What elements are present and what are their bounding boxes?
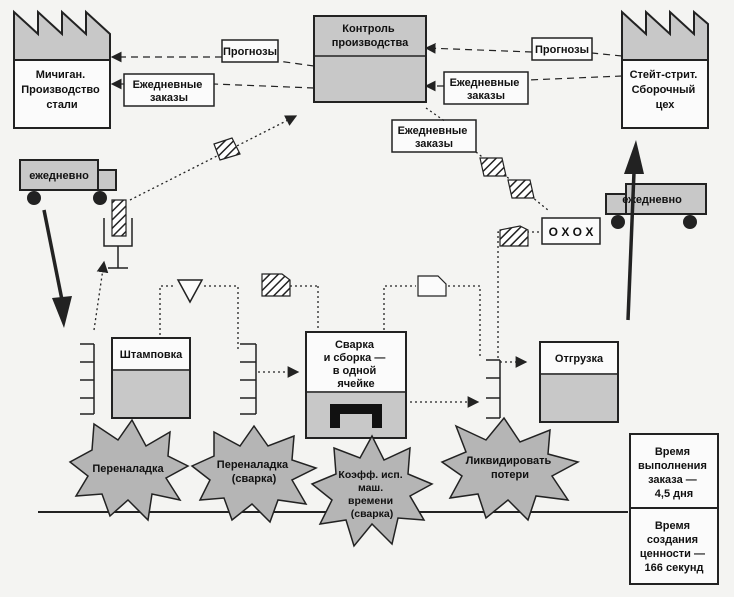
lead-time-line: заказа —: [648, 474, 697, 486]
svg-text:Ликвидировать потери: Ликвидировать потери: [466, 455, 555, 481]
value-time-line: Время: [655, 520, 690, 532]
svg-text:Мичиган. Производство: Мичиган. Производство стали: [21, 69, 103, 111]
control-label-line: Контроль: [342, 23, 395, 35]
supermarket-icon: [240, 343, 257, 415]
supplier-label-line: стали: [46, 99, 77, 111]
process-welding: Сварка и сборка — в одной ячейке: [305, 331, 407, 439]
daily-orders-left-line: Ежедневные: [133, 79, 203, 91]
supplier-label-line: Мичиган.: [36, 69, 85, 81]
supplier-factory: Мичиган. Производство стали: [13, 9, 111, 129]
truck-left: ежедневно: [19, 159, 117, 205]
kanban-card: [213, 137, 241, 161]
kaizen-label-line: маш.: [358, 482, 383, 494]
process-welding-line: ячейке: [337, 378, 374, 390]
kaizen-label-line: Коэфф. исп.: [338, 469, 402, 481]
kanban-cards: [213, 137, 535, 297]
kanban-card: [499, 225, 529, 247]
kanban-card: [261, 273, 291, 297]
kaizen-label-line: (сварка): [232, 473, 277, 485]
kaizen-label-line: потери: [491, 469, 529, 481]
control-label-line: производства: [332, 37, 409, 49]
kaizen-label-line: (сварка): [351, 508, 394, 520]
customer-label-line: Стейт-стрит.: [630, 69, 698, 81]
kaizen-label-line: времени: [348, 495, 393, 507]
process-welding-line: Сварка: [335, 339, 375, 351]
production-control-box: Контроль производства: [313, 15, 427, 103]
shipment-arrows: [42, 140, 644, 328]
process-stamping: Штамповка: [111, 337, 191, 419]
svg-text:Стейт-стрит. Сборочный: Стейт-стрит. Сборочный цех: [630, 69, 701, 111]
process-shipping-label: Отгрузка: [555, 353, 604, 365]
svg-text:Коэфф. исп. маш. в: Коэфф. исп. маш. времени (сварка): [338, 469, 405, 520]
kaizen-burst-oee-welding: Коэфф. исп. маш. времени (сварка): [310, 434, 434, 548]
load-leveling-box: O X O X: [541, 217, 601, 245]
kanban-card: [479, 157, 507, 177]
svg-text:Сварка и сборка —: Сварка и сборка — в одной ячейке: [324, 339, 389, 390]
kanban-card: [507, 179, 535, 199]
daily-orders-right-line: Ежедневные: [450, 77, 520, 89]
kaizen-burst-changeover-welding: Переналадка (сварка): [190, 424, 318, 524]
kaizen-label-line: Переналадка: [217, 459, 289, 471]
kaizen-label-line: Ликвидировать: [466, 455, 552, 467]
information-flow-lines: [110, 42, 623, 92]
lead-time-line: выполнения: [638, 460, 707, 472]
daily-orders-right-box: Ежедневные заказы: [443, 71, 529, 105]
truck-right: ежедневно: [605, 183, 707, 229]
forecasts-left-box: Прогнозы: [221, 39, 279, 63]
value-time-line: 166 секунд: [645, 562, 704, 574]
svg-text:Ежедневные заказы: Ежедневные заказы: [133, 79, 206, 104]
signal-kanban-icon: [176, 279, 204, 304]
value-time-line: ценности —: [640, 548, 705, 560]
supplier-label-line: Производство: [21, 84, 100, 96]
kaizen-burst-eliminate-waste: Ликвидировать потери: [440, 416, 581, 522]
svg-text:Время создания цен: Время создания ценности — 166 секунд: [640, 520, 708, 574]
kaizen-label-line: Переналадка: [92, 463, 164, 475]
truck-left-label: ежедневно: [29, 170, 89, 182]
kanban-post: [103, 199, 133, 269]
summary-box: Время выполнения заказа — 4,5 дня Время …: [629, 433, 719, 585]
customer-label-line: цех: [656, 99, 676, 111]
process-stamping-label: Штамповка: [120, 349, 183, 361]
supermarkets: [80, 343, 501, 419]
daily-orders-right-line: заказы: [467, 90, 505, 102]
cell-icon: [330, 404, 382, 428]
supermarket-icon: [80, 343, 95, 415]
supermarket-icon: [486, 359, 501, 419]
forecasts-left-label: Прогнозы: [223, 46, 277, 58]
truck-right-label: ежедневно: [622, 194, 682, 206]
daily-orders-left-box: Ежедневные заказы: [123, 73, 215, 107]
svg-text:Время выполнения з: Время выполнения заказа — 4,5 дня: [638, 446, 710, 500]
withdrawal-kanban-card: [417, 275, 447, 297]
value-time-line: создания: [647, 534, 698, 546]
daily-orders-bottom-line: заказы: [415, 138, 453, 150]
daily-orders-bottom-line: Ежедневные: [398, 125, 468, 137]
svg-text:Ежедневные заказы: Ежедневные заказы: [398, 125, 471, 150]
kaizen-burst-changeover: Переналадка: [68, 418, 190, 522]
daily-orders-left-line: заказы: [150, 92, 188, 104]
svg-text:Контроль производства: Контроль производства: [332, 23, 409, 49]
lead-time-line: Время: [655, 446, 690, 458]
customer-label-line: Сборочный: [632, 84, 696, 96]
customer-factory: Стейт-стрит. Сборочный цех: [621, 9, 709, 129]
process-welding-line: в одной: [333, 365, 377, 377]
load-leveling-label: O X O X: [549, 225, 594, 239]
svg-text:Ежедневные заказы: Ежедневные заказы: [450, 77, 523, 102]
withdrawal-loops: [159, 279, 481, 356]
forecasts-right-label: Прогнозы: [535, 44, 589, 56]
process-welding-line: и сборка —: [324, 352, 386, 364]
lead-time-line: 4,5 дня: [655, 488, 693, 500]
daily-orders-bottom-box: Ежедневные заказы: [391, 119, 477, 153]
svg-text:Переналадка (сварка): Переналадка (сварка): [217, 459, 291, 485]
process-shipping: Отгрузка: [539, 341, 619, 423]
forecasts-right-box: Прогнозы: [531, 37, 593, 61]
